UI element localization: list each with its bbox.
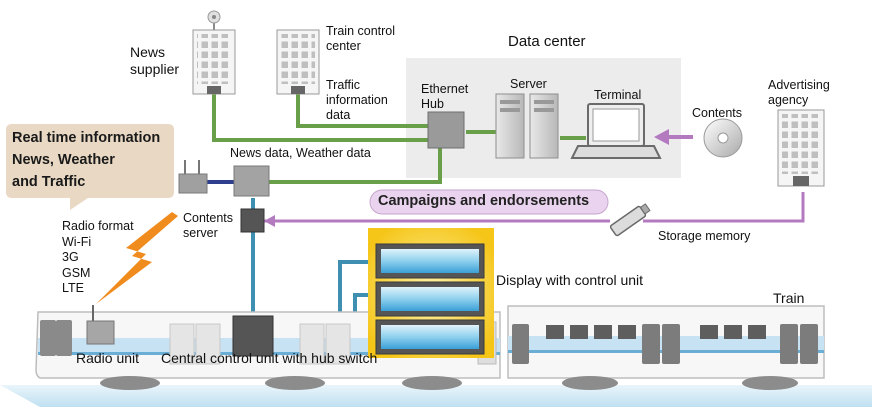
display-screens — [375, 243, 485, 355]
lightning-bolt-icon — [96, 212, 178, 304]
train-control-center-line-2: center — [326, 39, 361, 53]
radio-format-item: LTE — [62, 281, 84, 295]
radio-formats-list: Radio format Wi-Fi 3G GSM LTE — [62, 219, 134, 297]
ethernet-hub-line-1: Ethernet — [421, 82, 469, 96]
data-center-label: Data center — [508, 33, 586, 50]
train-label: Train — [773, 290, 805, 306]
antenna-icon — [178, 160, 208, 194]
radio-format-item: 3G — [62, 250, 79, 264]
ground-strip — [0, 385, 872, 407]
bubble-text: Real time information News, Weather and … — [12, 127, 160, 193]
news-supplier-building — [192, 10, 236, 95]
terminal-label: Terminal — [594, 88, 642, 102]
contents-server-box — [240, 208, 265, 233]
traffic-info-line-3: data — [326, 108, 351, 122]
server-icon — [495, 93, 559, 159]
purple-content-lines — [264, 135, 805, 223]
contents-label: Contents — [692, 106, 743, 120]
news-weather-router-box — [233, 165, 270, 197]
contents-server-line-2: server — [183, 226, 218, 240]
news-supplier-label: News supplier — [130, 44, 179, 78]
radio-format-item: Wi-Fi — [62, 234, 92, 249]
bubble-line-3: and Traffic — [12, 174, 86, 190]
train-car-right — [507, 305, 825, 390]
train-control-center-building — [276, 29, 320, 95]
ethernet-hub-box — [427, 111, 465, 149]
news-supplier-line-1: News — [130, 44, 166, 60]
terminal-laptop-icon — [570, 103, 662, 159]
radio-format-item: Radio format — [62, 219, 134, 233]
advertising-agency-building — [777, 109, 825, 187]
news-weather-data-label: News data, Weather data — [230, 146, 371, 160]
bubble-line-2: News, Weather — [12, 152, 115, 168]
real-time-info-bubble — [6, 124, 174, 210]
central-control-unit-box — [232, 315, 274, 357]
traffic-info-line-1: Traffic — [326, 78, 361, 92]
server-label: Server — [510, 77, 547, 91]
display-control-unit-label: Display with control unit — [496, 272, 644, 288]
traffic-info-label: Traffic information data — [326, 78, 388, 123]
contents-server-line-1: Contents — [183, 211, 234, 225]
storage-memory-label: Storage memory — [658, 229, 751, 243]
news-supplier-line-2: supplier — [130, 61, 180, 77]
storage-memory-icon — [609, 203, 651, 237]
arrow-to-terminal — [654, 129, 669, 145]
advertising-agency-line-2: agency — [768, 93, 809, 107]
ethernet-hub-line-2: Hub — [421, 97, 444, 111]
central-control-unit-label: Central control unit with hub switch — [161, 350, 378, 366]
campaigns-pill — [369, 189, 609, 215]
train-control-center-line-1: Train control — [326, 24, 396, 38]
arrow-to-contents-server — [264, 215, 275, 227]
green-data-lines — [212, 92, 586, 184]
contents-disc-icon — [703, 118, 743, 158]
advertising-agency-line-1: Advertising — [768, 78, 830, 92]
bubble-line-1: Real time information — [12, 130, 161, 146]
radio-unit-icon — [86, 305, 115, 345]
ethernet-hub-label: Ethernet Hub — [421, 82, 468, 112]
train-control-center-label: Train control center — [326, 24, 395, 54]
radio-unit-label: Radio unit — [76, 350, 140, 366]
radio-format-item: GSM — [62, 265, 91, 280]
traffic-info-line-2: information — [326, 93, 388, 107]
advertising-agency-label: Advertising agency — [768, 78, 830, 108]
contents-server-label: Contents server — [183, 211, 233, 241]
campaigns-label: Campaigns and endorsements — [378, 193, 590, 209]
